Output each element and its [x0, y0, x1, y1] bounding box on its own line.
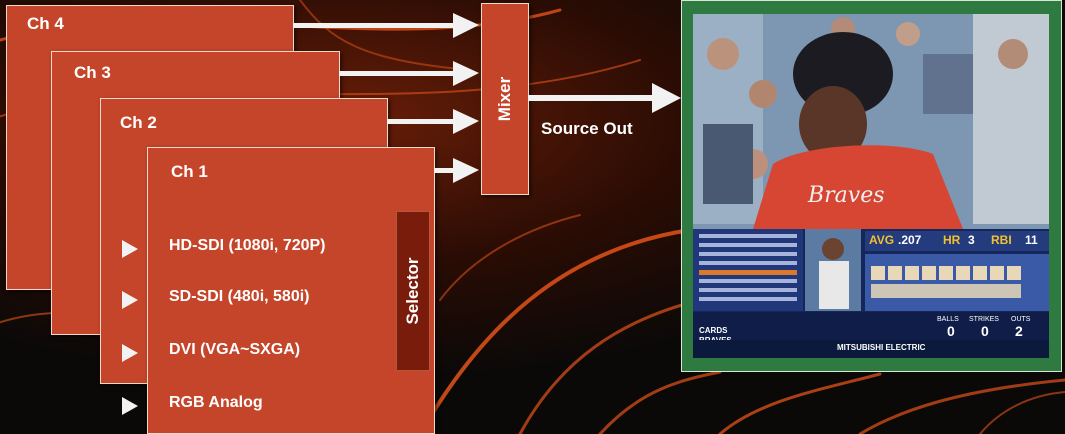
- channel-label: Ch 4: [27, 14, 64, 33]
- channel-label: Ch 2: [120, 113, 157, 132]
- play-triangle-icon: [122, 344, 138, 362]
- count-value: 2: [1015, 323, 1023, 339]
- brand-label: MITSUBISHI ELECTRIC: [837, 343, 926, 352]
- right-arrow-icon: [387, 109, 479, 134]
- rbi-label: RBI: [991, 233, 1012, 247]
- input-rgb-analog: RGB Analog: [122, 393, 382, 417]
- input-label: HD-SDI (1080i, 720P): [169, 237, 326, 254]
- right-arrow-icon: [528, 83, 681, 113]
- rbi-value: 11: [1025, 233, 1038, 247]
- selector-block: Selector: [396, 211, 430, 371]
- input-label: RGB Analog: [169, 394, 263, 411]
- input-hd-sdi: HD-SDI (1080i, 720P): [122, 236, 382, 260]
- count-label: OUTS: [1011, 316, 1031, 323]
- brand-strip: MITSUBISHI ELECTRIC: [693, 340, 1049, 358]
- input-label: SD-SDI (480i, 580i): [169, 288, 310, 305]
- play-triangle-icon: [122, 397, 138, 415]
- input-label: DVI (VGA~SXGA): [169, 341, 301, 358]
- count-value: 0: [981, 323, 989, 339]
- hr-label: HR: [943, 233, 961, 247]
- baseball-broadcast-image: Braves: [693, 14, 1049, 340]
- count-label: BALLS: [937, 316, 959, 323]
- count-label: STRIKES: [969, 316, 999, 323]
- output-monitor: Braves: [681, 0, 1062, 372]
- monitor-screen: Braves: [693, 14, 1049, 358]
- avg-label: AVG: [869, 233, 895, 247]
- channel-label: Ch 1: [171, 162, 208, 181]
- count-value: 0: [947, 323, 955, 339]
- play-triangle-icon: [122, 240, 138, 258]
- right-arrow-icon: [434, 158, 479, 183]
- team-name: CARDS: [699, 326, 728, 335]
- play-triangle-icon: [122, 291, 138, 309]
- input-sd-sdi: SD-SDI (480i, 580i): [122, 287, 382, 311]
- source-out-label: Source Out: [541, 119, 633, 138]
- right-arrow-icon: [293, 13, 479, 38]
- hr-value: 3: [968, 233, 975, 247]
- avg-value: .207: [898, 233, 922, 247]
- channel-label: Ch 3: [74, 63, 111, 82]
- right-arrow-icon: [339, 61, 479, 86]
- svg-text:Braves: Braves: [807, 183, 885, 208]
- input-dvi: DVI (VGA~SXGA): [122, 340, 382, 364]
